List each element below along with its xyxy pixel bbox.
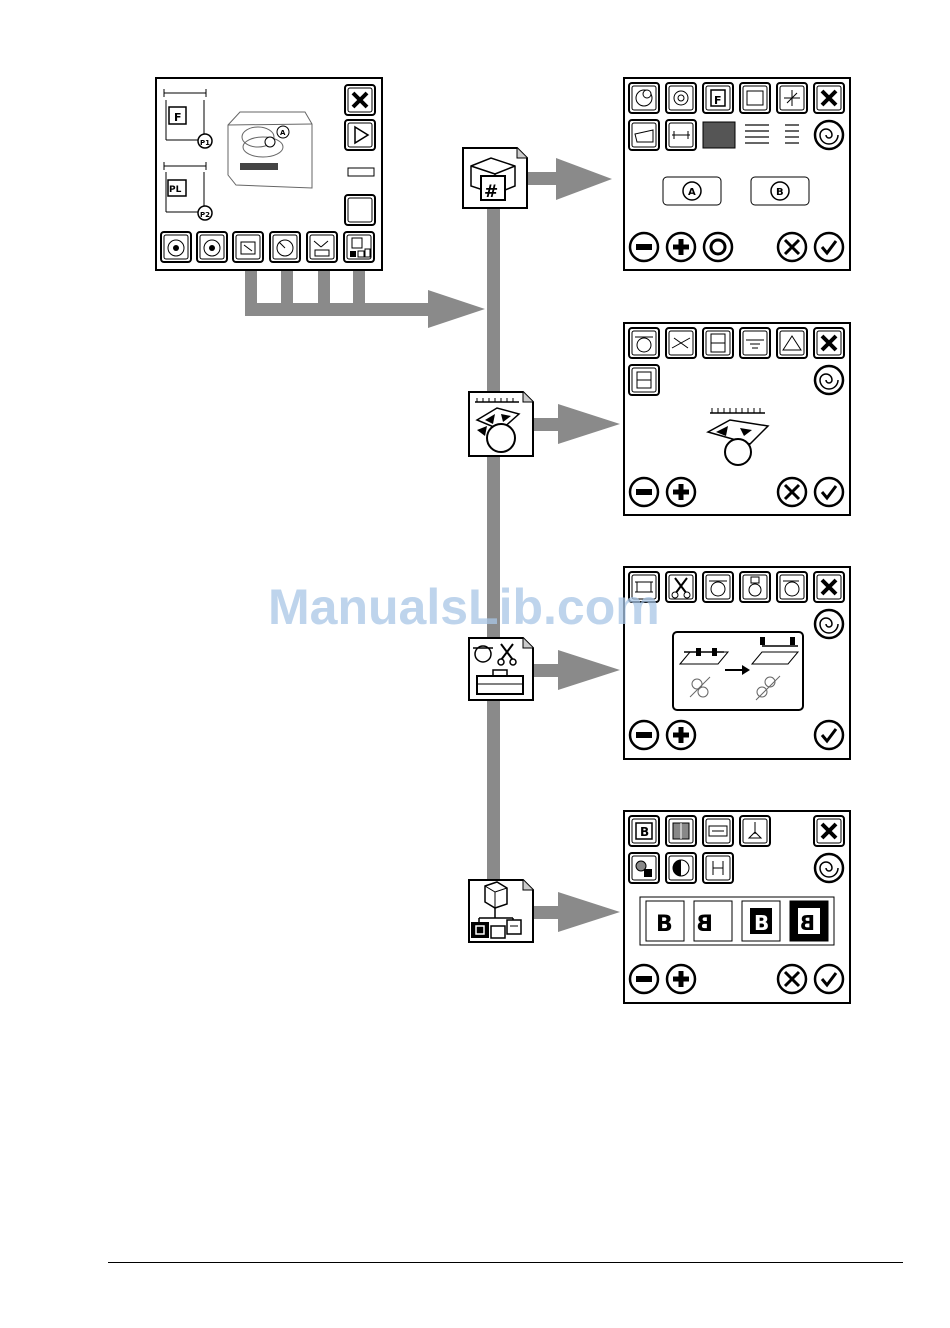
s2-button-4[interactable] [740,328,770,358]
s3-spiral-icon[interactable] [815,610,843,638]
s2-button-1[interactable] [629,328,659,358]
s4-b-label: B [640,825,649,839]
s4-spiral-icon[interactable] [815,854,843,882]
s1-f-label: F [714,94,722,107]
s4-cancel-button[interactable] [778,965,806,993]
s4-plus-button[interactable] [667,965,695,993]
s1-option-a-label: A [688,187,696,198]
sub-screen-tension [624,323,850,515]
s4-button-4[interactable] [740,816,770,846]
tension-settings-menu-icon[interactable] [469,392,533,456]
close-button[interactable] [345,85,375,115]
s4-sample-label-2: B [696,912,713,937]
s3-minus-button[interactable] [630,721,658,749]
s1-button-8[interactable] [666,120,696,150]
s2-spiral-icon[interactable] [815,366,843,394]
bottom-button-6[interactable] [344,232,374,262]
program-badge-2: P2 [200,211,210,219]
play-button[interactable] [345,120,375,150]
hash-symbol: # [484,182,498,202]
watermark: ManualsLib.com [268,578,660,636]
s3-trim-illustration [673,632,803,710]
s4-sample-label-3: B [754,911,769,935]
s1-button-1[interactable] [629,83,659,113]
s1-gradient-swatch[interactable] [703,122,735,148]
bottom-button-2[interactable] [197,232,227,262]
bottom-button-1[interactable] [161,232,191,262]
s4-sample-label-1: B [656,912,673,937]
s1-plus-button[interactable] [667,233,695,261]
s3-scissors-button[interactable] [666,572,696,602]
s2-plus-button[interactable] [667,478,695,506]
s1-option-b-label: B [776,187,784,198]
s1-minus-button[interactable] [630,233,658,261]
s2-confirm-button[interactable] [815,478,843,506]
s2-close-button[interactable] [814,328,844,358]
cloth-letter: A [280,129,286,137]
s4-minus-button[interactable] [630,965,658,993]
s4-contrast-button[interactable] [666,853,696,883]
status-bar-indicator [348,168,374,176]
main-screen: F P1 PL P2 A [156,78,382,270]
s3-confirm-button[interactable] [815,721,843,749]
s3-plus-button[interactable] [667,721,695,749]
bottom-button-5[interactable] [307,232,337,262]
footer-rule [108,1262,903,1263]
s4-button-2[interactable] [666,816,696,846]
s3-button-5[interactable] [777,572,807,602]
s2-button-2[interactable] [666,328,696,358]
sub-screen-counter: F A B [624,78,850,270]
s2-minus-button[interactable] [630,478,658,506]
s4-sample-label-4: B [800,911,815,935]
connector-lines [245,158,620,932]
bottom-button-3[interactable] [233,232,263,262]
s2-button-7[interactable] [629,365,659,395]
s2-cancel-button[interactable] [778,478,806,506]
program-f-label: F [174,111,182,124]
s1-button-7[interactable] [629,120,659,150]
sub-screen-display [624,811,850,1003]
program-badge-1: P1 [200,139,210,147]
s1-reset-button[interactable] [704,233,732,261]
s2-button-3[interactable] [703,328,733,358]
s3-button-4[interactable] [740,572,770,602]
s4-button-8[interactable] [703,853,733,883]
s2-button-5[interactable] [777,328,807,358]
s4-confirm-button[interactable] [815,965,843,993]
blank-key-button[interactable] [345,195,375,225]
s1-cancel-button[interactable] [778,233,806,261]
s1-close-button[interactable] [814,83,844,113]
s1-confirm-button[interactable] [815,233,843,261]
s1-spiral-icon[interactable] [815,121,843,149]
s4-button-6[interactable] [629,853,659,883]
s3-button-3[interactable] [703,572,733,602]
s1-button-4[interactable] [740,83,770,113]
bottom-button-4[interactable] [270,232,300,262]
s4-close-button[interactable] [814,816,844,846]
s3-close-button[interactable] [814,572,844,602]
s1-button-2[interactable] [666,83,696,113]
program-pl-label: PL [169,185,182,195]
thread-trim-menu-icon[interactable] [469,638,533,700]
s1-button-5[interactable] [777,83,807,113]
s4-button-3[interactable] [703,816,733,846]
display-settings-menu-icon[interactable] [469,880,533,942]
